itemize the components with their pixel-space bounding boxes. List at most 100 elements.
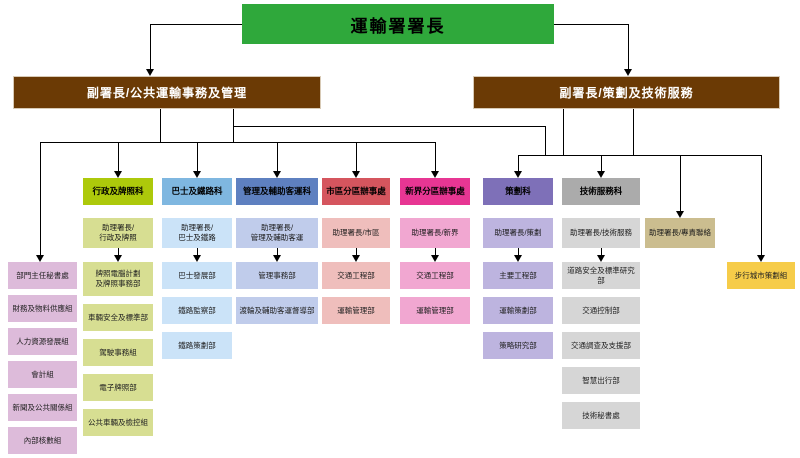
- bus-railway-assistant-box: 助理署長/巴士及鐵路: [162, 218, 232, 248]
- admin-licensing-division-2: 駕駛事務組: [83, 339, 153, 366]
- label-line: 交通工程部: [416, 270, 454, 280]
- label-line: 巴士及鐵路: [178, 233, 216, 242]
- label-line: 運輸管理部: [416, 305, 454, 315]
- label-line: 主要工程部: [499, 270, 537, 280]
- direct-unit-4: 新聞及公共關係組: [8, 394, 77, 421]
- connector-line: [40, 142, 435, 143]
- connector-line: [633, 109, 634, 155]
- technical-services-division-0: 道路安全及標準研究部: [562, 262, 640, 289]
- label: 會計組: [31, 369, 54, 379]
- label-line: 助理署長/新界: [411, 227, 459, 237]
- planning-branch-header: 策劃科: [483, 178, 553, 205]
- management-paratransit-branch-header: 管理及輔助客運科: [236, 178, 318, 205]
- arrow-down-icon: [514, 171, 522, 178]
- label-line: 電子牌照部: [99, 382, 137, 392]
- connector-line: [233, 126, 545, 127]
- direct-unit-1: 財務及物料供應組: [8, 295, 77, 322]
- arrow-down-icon: [193, 171, 201, 178]
- label: 新聞及公共關係組: [12, 402, 73, 412]
- arrow-down-icon: [193, 255, 201, 262]
- label-line: 管理事務部: [258, 270, 296, 280]
- connector-line: [277, 248, 278, 255]
- label: 運輸署署長: [350, 16, 446, 36]
- label-line: 及牌照事務部: [95, 279, 141, 288]
- connector-line: [150, 24, 242, 25]
- connector-line: [118, 248, 119, 255]
- connector-line: [680, 155, 681, 211]
- arrow-down-icon: [597, 255, 605, 262]
- connector-line: [563, 109, 564, 155]
- connector-line: [435, 142, 436, 171]
- admin-licensing-division-0: 牌照電腦計劃及牌照事務部: [83, 262, 153, 296]
- bus-railway-division-2: 鐵路策劃部: [162, 332, 232, 359]
- arrow-down-icon: [36, 255, 44, 262]
- technical-services-division-3: 智慧出行部: [562, 367, 640, 394]
- label: 內部核數組: [23, 435, 62, 445]
- label-line: 交通工程部: [337, 270, 375, 280]
- label-line: 行政及牌照: [99, 233, 137, 242]
- admin-licensing-division-3: 電子牌照部: [83, 374, 153, 401]
- arrow-down-icon: [114, 171, 122, 178]
- connector-line: [761, 155, 762, 255]
- label: 策劃科: [505, 186, 531, 197]
- management-paratransit-division-1: 渡輪及輔助客運督導部: [236, 297, 318, 324]
- label-line: 助理署長/技術服務: [569, 227, 633, 237]
- label: 步行城市策劃組: [734, 270, 788, 280]
- connector-line: [118, 142, 119, 171]
- connector-line: [518, 155, 761, 156]
- connector-line: [197, 248, 198, 255]
- label: 技術服務科: [579, 186, 623, 197]
- label: 助理署長/專責聯絡: [648, 227, 712, 237]
- arrow-down-icon: [431, 255, 439, 262]
- connector-line: [628, 24, 629, 69]
- label-line: 助理署長/: [101, 222, 135, 232]
- admin-licensing-division-1: 車輛安全及標準部: [83, 304, 153, 331]
- planning-division-0: 主要工程部: [483, 262, 553, 289]
- label-line: 公共車輛及檢控組: [88, 417, 148, 427]
- label-line: 運輸策劃部: [499, 305, 537, 315]
- bus-railway-division-0: 巴士發展部: [162, 262, 232, 289]
- label: 巴士及鐵路科: [171, 186, 223, 197]
- admin-licensing-branch-header: 行政及牌照科: [83, 178, 153, 205]
- technical-services-assistant-box: 助理署長/技術服務: [562, 218, 640, 248]
- urban-regional-division-0: 交通工程部: [322, 262, 390, 289]
- label: 管理及輔助客運科: [242, 186, 311, 197]
- urban-regional-division-1: 運輸管理部: [322, 297, 390, 324]
- bus-railway-division-1: 鐵路監察部: [162, 297, 232, 324]
- label: 部門主任秘書處: [16, 270, 69, 280]
- label: 行政及牌照科: [92, 186, 144, 197]
- urban-regional-branch-header: 市區分區辦事處: [322, 178, 390, 205]
- technical-services-branch-header: 技術服務科: [562, 178, 640, 205]
- deputy-public-transport-box: 副署長/公共運輸事務及管理: [13, 76, 321, 109]
- label-line: 車輛安全及標準部: [88, 312, 148, 322]
- arrow-down-icon: [114, 255, 122, 262]
- label: 副署長/公共運輸事務及管理: [86, 86, 248, 100]
- admin-licensing-division-4: 公共車輛及檢控組: [83, 409, 153, 436]
- label-line: 智慧出行部: [582, 375, 620, 385]
- arrow-down-icon: [273, 171, 281, 178]
- label-line: 策略研究部: [499, 340, 537, 350]
- planning-division-1: 運輸策劃部: [483, 297, 553, 324]
- label: 新界分區辦事處: [405, 186, 465, 197]
- technical-services-division-2: 交通調查及支援部: [562, 332, 640, 359]
- label: 財務及物料供應組: [12, 303, 73, 313]
- direct-unit-5: 內部核數組: [8, 427, 77, 454]
- connector-line: [601, 248, 602, 255]
- label-line: 鐵路監察部: [178, 305, 216, 315]
- label-line: 鐵路策劃部: [178, 340, 216, 350]
- arrow-down-icon: [273, 255, 281, 262]
- nt-regional-division-0: 交通工程部: [400, 262, 470, 289]
- connector-line: [233, 109, 234, 142]
- arrow-down-icon: [624, 69, 632, 76]
- direct-unit-0: 部門主任秘書處: [8, 262, 77, 289]
- label-line: 巴士發展部: [178, 270, 216, 280]
- label-line: 助理署長/策劃: [494, 227, 542, 237]
- connector-line: [160, 109, 161, 142]
- label-line: 駕駛事務組: [99, 347, 137, 357]
- connector-line: [601, 155, 602, 171]
- urban-regional-assistant-box: 助理署長/市區: [322, 218, 390, 248]
- connector-line: [518, 155, 519, 171]
- label-line: 助理署長/市區: [332, 227, 380, 237]
- arrow-down-icon: [352, 255, 360, 262]
- connector-line: [435, 248, 436, 255]
